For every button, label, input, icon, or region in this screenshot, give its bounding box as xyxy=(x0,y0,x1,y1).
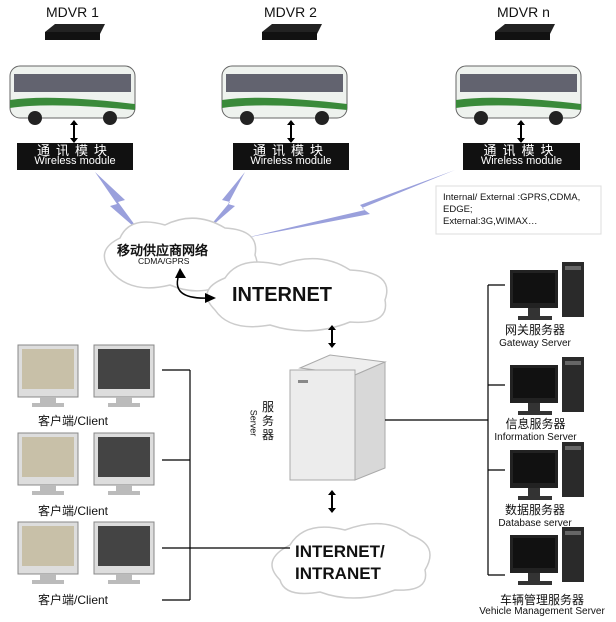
client-label: 客户端/Client xyxy=(38,593,109,607)
mobile-network-sublabel: CDMA/GPRS xyxy=(138,256,190,266)
cloud-icon xyxy=(103,217,431,599)
client-monitor-icon xyxy=(17,521,79,585)
mdvr-device-icon xyxy=(45,24,105,40)
intranet-label: INTERNET/INTRANET xyxy=(295,542,385,583)
client-monitor-icon xyxy=(93,344,155,408)
bus-icon xyxy=(221,65,348,126)
client-label: 客户端/Client xyxy=(38,414,109,428)
client-label: 客户端/Client xyxy=(38,504,109,518)
wireless-lightning-icon xyxy=(95,170,455,238)
network-note: Internal/ External :GPRS,CDMA, EDGE; Ext… xyxy=(443,192,581,227)
bus-icon xyxy=(455,65,582,126)
gateway-server-icon xyxy=(510,262,584,320)
mobile-network-label: 移动供应商网络 xyxy=(117,243,209,258)
database-server-icon xyxy=(510,442,584,500)
mdvr-device-icon xyxy=(495,24,555,40)
client-monitor-icon xyxy=(17,432,79,496)
server-sublabel: Server xyxy=(248,409,259,437)
mdvr-device-icon xyxy=(262,24,322,40)
client-monitor-icon xyxy=(17,344,79,408)
mdvr-n-label: MDVR n xyxy=(497,4,550,20)
mdvr-2-label: MDVR 2 xyxy=(264,4,317,20)
server-tower-icon xyxy=(289,354,387,481)
bus-icon xyxy=(9,65,136,126)
information-server-icon xyxy=(510,357,584,415)
server-label: 服务器 xyxy=(262,400,275,442)
client-monitor-icon xyxy=(93,432,155,496)
client-monitor-icon xyxy=(93,521,155,585)
vehicle-management-server-icon xyxy=(510,527,584,585)
mdvr-1-label: MDVR 1 xyxy=(46,4,99,20)
internet-label: INTERNET xyxy=(232,284,332,306)
